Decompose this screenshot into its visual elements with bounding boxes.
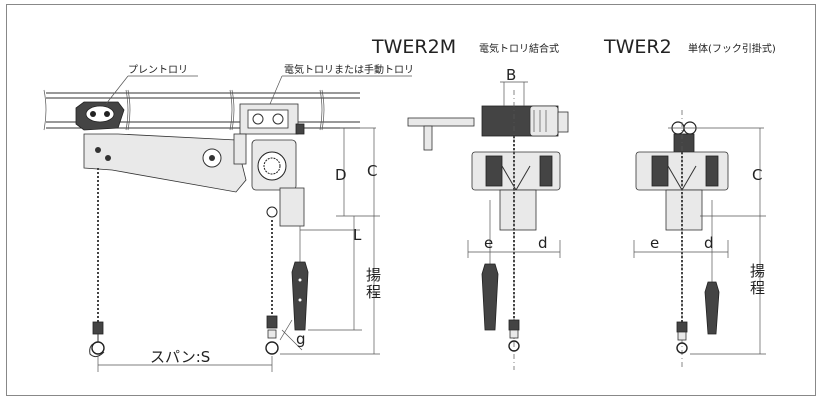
pendant-switch-2: [481, 263, 499, 331]
dim-e-label: e: [484, 234, 493, 252]
dim-lift-a: 揚: [366, 266, 381, 284]
dim-b-label: B: [506, 66, 516, 84]
hook-right-view: [676, 321, 688, 354]
electric-trolley-label: 電気トロリまたは手動トロリ: [284, 63, 414, 76]
dim-lift2-b: 程: [750, 279, 765, 297]
span-label: スパン:S: [150, 348, 210, 366]
support-bracket: [83, 133, 247, 193]
twer2m-hoist: [471, 151, 561, 231]
drawing-frame: [6, 4, 816, 396]
model-1-title: TWER2M: [371, 36, 456, 58]
dim-l-label: L: [353, 226, 362, 244]
hoist-body: [251, 139, 305, 227]
hook-left: [89, 321, 105, 358]
twer2-hook-top: [671, 121, 697, 153]
model-2-title: TWER2: [603, 36, 672, 58]
dim-e2-label: e: [650, 234, 659, 252]
dim-lift2-a: 揚: [750, 262, 765, 280]
dim-d2-label: d: [704, 234, 714, 252]
twer2m-trolley: [407, 105, 569, 151]
title-twer2m: TWER2M 電気トロリ結合式: [371, 36, 559, 58]
dim-c-label: C: [367, 162, 377, 180]
electric-trolley: [239, 103, 305, 135]
dim-d-label: d: [538, 234, 548, 252]
dim-d-upper-label: D: [335, 166, 347, 184]
dim-lift-b: 程: [366, 283, 381, 301]
pendant-switch-3: [704, 281, 720, 335]
hook-right: [265, 315, 279, 355]
hook-middle: [508, 319, 520, 352]
plain-trolley: [75, 101, 125, 131]
model-1-subtitle: 電気トロリ結合式: [479, 42, 559, 55]
plain-trolley-label: プレントロリ: [128, 64, 188, 76]
pendant-switch: [291, 261, 309, 331]
model-2-subtitle: 単体(フック引掛式): [688, 42, 776, 55]
dim-c2-label: C: [752, 166, 762, 184]
dim-g-label: g: [296, 330, 306, 348]
title-twer2: TWER2 単体(フック引掛式): [603, 36, 776, 58]
